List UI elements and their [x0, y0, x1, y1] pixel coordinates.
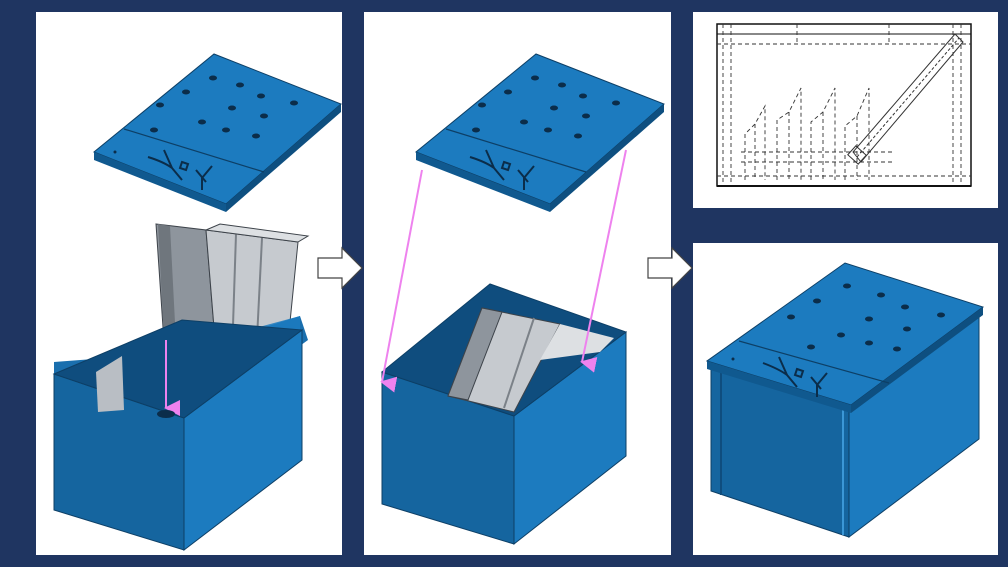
step-1-insert-panel	[36, 12, 342, 555]
step-2-illustration	[380, 53, 665, 546]
closed-box	[705, 262, 985, 539]
box	[52, 316, 308, 552]
step-2-close-lid-panel	[364, 12, 671, 555]
box	[380, 283, 628, 546]
y-star-y-emblem-icon	[762, 356, 828, 397]
lid	[415, 53, 665, 212]
lid-guide-arrow-right	[580, 149, 627, 373]
lid-guide-arrow-left	[380, 169, 423, 393]
lid	[93, 53, 342, 212]
hidden-line-drawing	[716, 23, 972, 187]
diagonal-insert-slot	[847, 33, 964, 165]
right-arrow-outline-icon	[647, 246, 693, 290]
assembled-box-panel	[693, 243, 998, 555]
y-star-y-emblem-icon	[469, 149, 535, 190]
step-1-illustration	[52, 53, 342, 552]
assembled-box-illustration	[705, 262, 985, 539]
hidden-line-section-panel	[693, 12, 998, 208]
right-arrow-outline-icon	[317, 246, 363, 290]
y-star-y-emblem-icon	[147, 149, 213, 190]
